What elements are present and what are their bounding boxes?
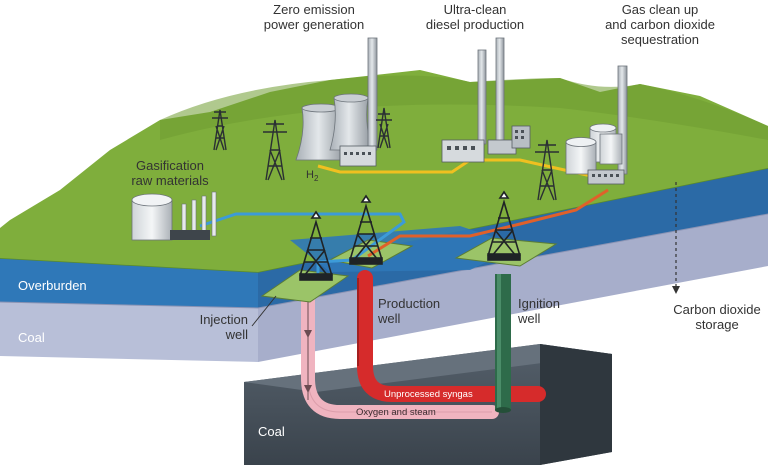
label-zero-emission: Zero emission power generation [263, 2, 365, 32]
derricks [299, 190, 521, 281]
cooling-towers [295, 37, 378, 167]
overburden-right [258, 168, 768, 308]
gasification-plant [131, 191, 217, 241]
gas-cleanup-plant [565, 65, 628, 185]
coal-right [258, 214, 768, 362]
label-production-well: Production well [378, 296, 441, 326]
pylon [535, 139, 559, 201]
pylon [376, 107, 392, 149]
label-unprocessed-syngas: Unprocessed syngas [384, 389, 473, 400]
pipes [301, 270, 546, 419]
pylon [212, 109, 228, 151]
pylon [263, 119, 287, 181]
label-h2: H2 [306, 169, 319, 184]
pylons [212, 107, 559, 201]
label-coal-upper: Coal [18, 330, 45, 345]
label-injection-well: Injection well [199, 312, 248, 342]
diesel-plant [441, 37, 531, 163]
coal-front [0, 302, 258, 362]
label-gasification: Gasification raw materials [131, 158, 209, 188]
label-oxygen-steam: Oxygen and steam [356, 407, 436, 418]
derrick-production [349, 194, 383, 265]
derrick-ignition [487, 190, 521, 261]
production-pipe [357, 270, 546, 402]
label-overburden: Overburden [18, 278, 87, 293]
injection-pointer [251, 295, 277, 327]
label-ultra-clean: Ultra-clean diesel production [425, 2, 525, 32]
label-gas-cleanup: Gas clean up and carbon dioxide sequestr… [605, 2, 715, 47]
derrick-injection [299, 210, 333, 281]
label-coal-lower: Coal [258, 424, 285, 439]
label-co2-storage: Carbon dioxide storage [673, 302, 761, 332]
underground-coal-block [244, 344, 612, 465]
overburden-front [0, 258, 258, 308]
label-ignition-well: Ignition well [518, 296, 560, 326]
